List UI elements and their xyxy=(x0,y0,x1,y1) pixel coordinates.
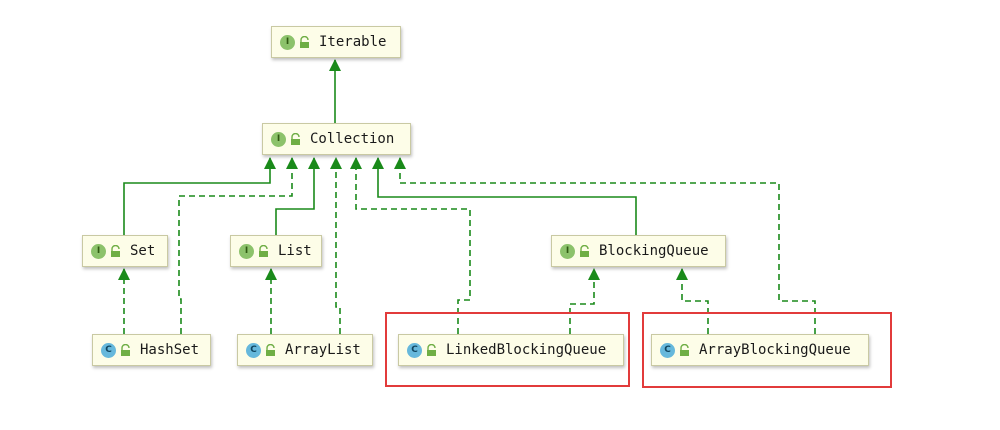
highlight-box-linkedblockingqueue xyxy=(385,312,630,387)
public-lock-icon xyxy=(580,245,589,257)
public-lock-icon xyxy=(300,36,309,48)
class-icon: C xyxy=(660,342,675,358)
public-lock-icon xyxy=(427,344,436,356)
node-label: LinkedBlockingQueue xyxy=(446,342,607,358)
node-label: ArrayBlockingQueue xyxy=(699,342,851,358)
node-label: HashSet xyxy=(140,342,200,358)
node-arrayblockingqueue[interactable]: C ArrayBlockingQueue xyxy=(651,334,869,366)
interface-icon: I xyxy=(91,243,106,259)
interface-icon: I xyxy=(280,34,295,50)
class-icon: C xyxy=(246,342,261,358)
public-lock-icon xyxy=(266,344,275,356)
node-label: Set xyxy=(130,243,156,259)
node-blockingqueue[interactable]: I BlockingQueue xyxy=(551,235,726,267)
edge-linkedblockingqueue-to-collection xyxy=(350,157,471,334)
highlight-box-arrayblockingqueue xyxy=(642,312,892,388)
interface-icon: I xyxy=(560,243,575,259)
interface-icon: I xyxy=(271,131,286,147)
edge-arrayblockingqueue-to-collection xyxy=(394,157,816,334)
edge-linkedblockingqueue-to-blockingqueue xyxy=(569,268,600,334)
node-label: BlockingQueue xyxy=(599,243,709,259)
node-collection[interactable]: I Collection xyxy=(262,123,411,155)
edge-list-to-collection xyxy=(275,157,320,235)
public-lock-icon xyxy=(291,133,300,145)
edge-arrayblockingqueue-to-blockingqueue xyxy=(676,268,709,334)
class-icon: C xyxy=(101,342,116,358)
node-label: ArrayList xyxy=(285,342,361,358)
node-label: List xyxy=(278,243,312,259)
edge-blockingqueue-to-collection xyxy=(372,157,637,235)
node-hashset[interactable]: C HashSet xyxy=(92,334,211,366)
node-label: Collection xyxy=(310,131,395,147)
node-label: Iterable xyxy=(319,34,387,50)
node-linkedblockingqueue[interactable]: C LinkedBlockingQueue xyxy=(398,334,624,366)
node-iterable[interactable]: I Iterable xyxy=(271,26,401,58)
interface-icon: I xyxy=(239,243,254,259)
edge-arraylist-to-collection xyxy=(330,157,342,334)
public-lock-icon xyxy=(121,344,130,356)
public-lock-icon xyxy=(259,245,268,257)
edge-set-to-collection xyxy=(123,157,276,235)
public-lock-icon xyxy=(111,245,120,257)
node-list[interactable]: I List xyxy=(230,235,322,267)
public-lock-icon xyxy=(680,344,689,356)
node-arraylist[interactable]: C ArrayList xyxy=(237,334,373,366)
class-icon: C xyxy=(407,342,422,358)
node-set[interactable]: I Set xyxy=(82,235,168,267)
